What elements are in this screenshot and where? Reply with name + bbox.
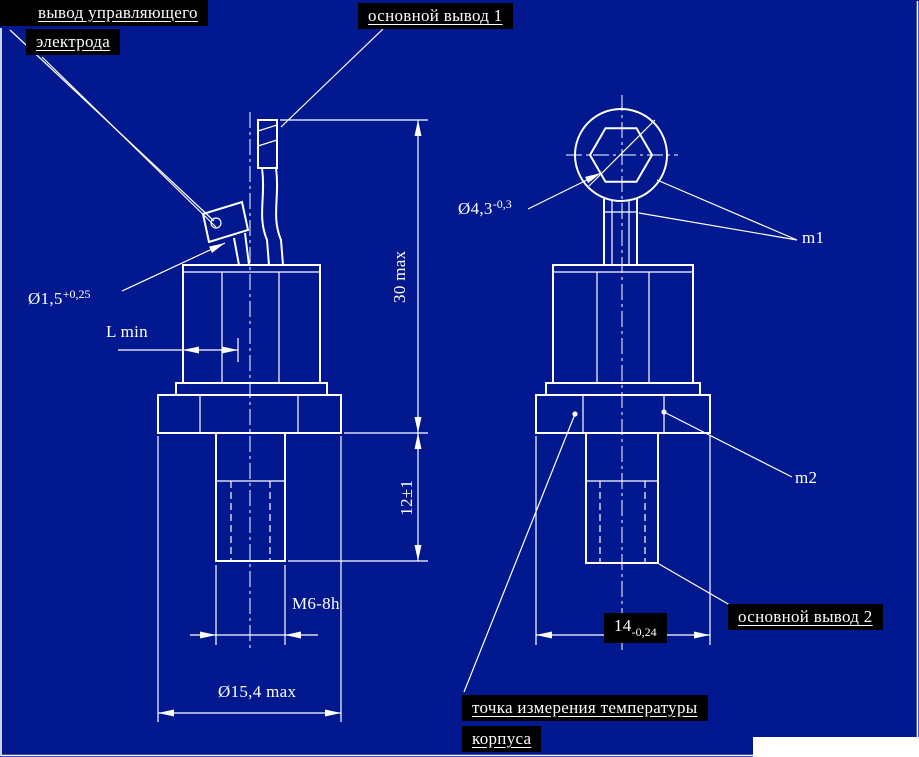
left-stud bbox=[215, 432, 286, 562]
l-min-label: L min bbox=[106, 322, 148, 341]
point-m2-label: m2 bbox=[795, 468, 818, 487]
left-body bbox=[182, 264, 321, 384]
stud-length-label: 12±1 bbox=[397, 479, 417, 516]
gate-lead-diameter-value: Ø1,5 bbox=[28, 289, 63, 308]
left-leaders bbox=[9, 28, 384, 292]
hex-hole bbox=[588, 127, 654, 183]
dim-l-min bbox=[118, 338, 239, 362]
dim-height-chain bbox=[280, 119, 428, 562]
gate-lead-diameter: Ø1,5+0,25 bbox=[28, 287, 91, 309]
gate-lead-diameter-tolerance: +0,25 bbox=[62, 287, 91, 301]
right-hex-base bbox=[535, 382, 711, 434]
main-lead-1 bbox=[257, 119, 284, 266]
across-flats: 14-0,24 bbox=[604, 613, 667, 643]
hole-diameter-tolerance: -0,3 bbox=[492, 197, 512, 211]
gate-lead-label-line1: вывод управляющего bbox=[0, 0, 208, 26]
point-m1-label: m1 bbox=[802, 228, 825, 247]
title-block-patch bbox=[753, 737, 919, 757]
hex-corner-diameter-label: Ø15,4 max bbox=[218, 682, 297, 701]
temp-point-label-line2: корпуса bbox=[462, 726, 542, 752]
ring-lug-terminal bbox=[574, 108, 668, 265]
overall-height-label: 30 max bbox=[390, 250, 410, 303]
hole-diameter-value: Ø4,3 bbox=[458, 199, 493, 218]
gate-lead-label-line2: электрода bbox=[26, 29, 121, 55]
hole-diameter: Ø4,3-0,3 bbox=[458, 197, 512, 219]
right-stud bbox=[585, 432, 659, 564]
left-view bbox=[9, 28, 428, 722]
across-flats-tolerance: -0,24 bbox=[631, 625, 657, 639]
dim-hex-corner-dia bbox=[157, 436, 342, 722]
right-leaders bbox=[463, 172, 798, 693]
thread-label: M6-8h bbox=[292, 594, 340, 613]
right-body bbox=[552, 264, 694, 384]
gate-electrode-terminal bbox=[201, 200, 250, 266]
main-terminal-2-label: основной вывод 2 bbox=[728, 604, 883, 630]
across-flats-value: 14 bbox=[614, 616, 632, 635]
main-terminal-1-label: основной вывод 1 bbox=[358, 3, 513, 29]
temp-point-label-line1: точка измерения температуры bbox=[462, 695, 708, 721]
dim-thread bbox=[190, 565, 318, 645]
right-view bbox=[463, 95, 798, 693]
